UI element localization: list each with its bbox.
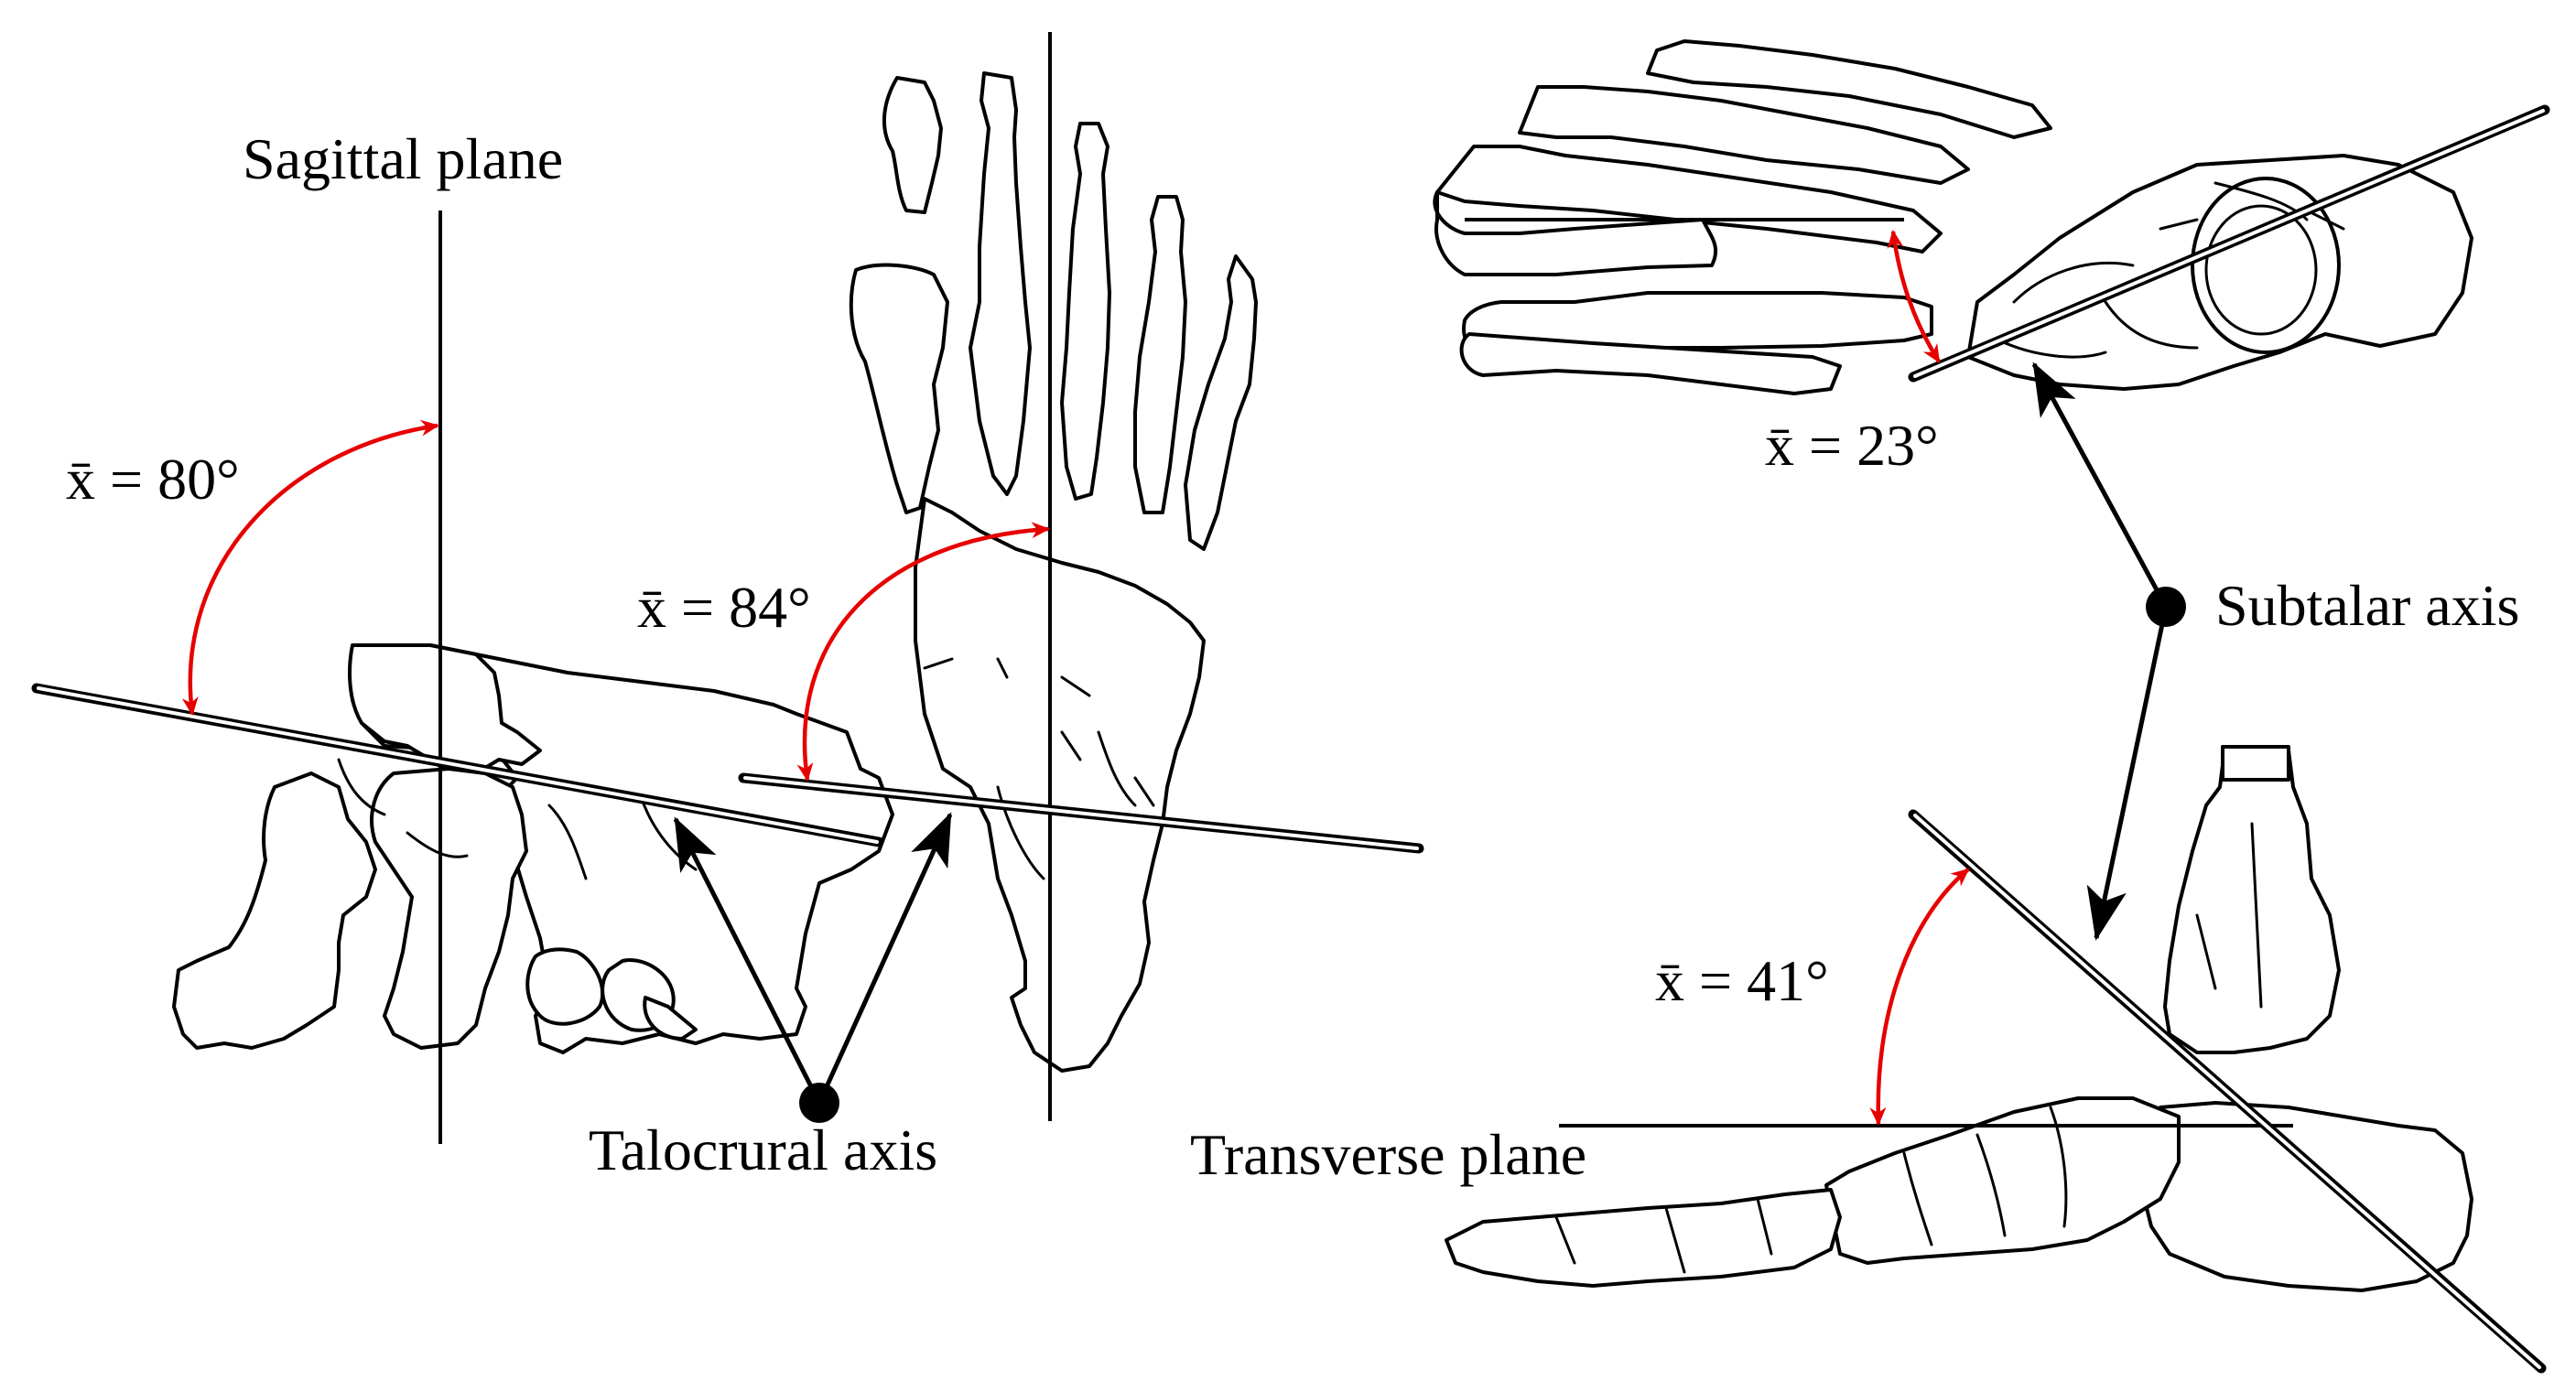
foot-side-view: [1445, 745, 2473, 1292]
angle-arc-80: [181, 419, 439, 716]
toe-3-phalanges: [1060, 122, 1111, 501]
angle-41-label: x̄ = 41°: [1655, 948, 1829, 1013]
calcaneus-ring: [2191, 177, 2341, 354]
ankle-toe-bone: [525, 947, 605, 1026]
toe-2-phalanges: [969, 71, 1032, 496]
angle-23-label: x̄ = 23°: [1765, 413, 1939, 478]
talocrural-pointer: [673, 812, 953, 1123]
foot-top-view: [1433, 39, 2473, 395]
fibula-top: [2221, 745, 2290, 782]
subtalar-pointer-down: [2086, 606, 2169, 941]
angle-arc-84: [796, 522, 1050, 782]
transverse-plane-label: Transverse plane: [1190, 1122, 1586, 1187]
subtalar-axis-top-rod: [1908, 104, 2550, 383]
talocrural-axis-label: Talocrural axis: [589, 1117, 937, 1182]
angle-arc-41: [1869, 868, 1970, 1126]
subtalar-pointer: [2031, 361, 2186, 941]
heel-block: [370, 767, 528, 1050]
angle-80-label: x̄ = 80°: [66, 447, 240, 512]
calcaneus-ring-inner: [2204, 204, 2318, 336]
midfoot-side: [1824, 1096, 2181, 1265]
toe-4-phalanges: [1133, 195, 1187, 514]
side-view-detail: [1554, 822, 2263, 1274]
tibia-fibula-side: [2163, 749, 2341, 1054]
toe-5-phalanges: [1184, 254, 1258, 551]
foot-dorsal-view: [849, 71, 1258, 1073]
sagittal-plane-label: Sagittal plane: [243, 126, 563, 191]
subtalar-pointer-up: [2031, 361, 2169, 609]
calcaneus-side: [2140, 1101, 2473, 1292]
ankle-posterior-view: [172, 643, 894, 1054]
forefoot-side: [1445, 1188, 1842, 1288]
angle-84-label: x̄ = 84°: [637, 575, 811, 640]
toe-cluster-top: [1459, 332, 1842, 395]
big-toe-distal: [882, 76, 943, 214]
big-toe-proximal: [849, 263, 949, 514]
talocrural-axis-frontal-rod: [738, 772, 1424, 854]
subtalar-axis-label: Subtalar axis: [2215, 573, 2519, 638]
metatarsal-3-top: [1518, 85, 1970, 185]
calcaneus-bone: [172, 772, 377, 1050]
metatarsal-5-top: [1433, 190, 1718, 276]
talocrural-axis-rod: [31, 683, 884, 847]
talocrural-pointer-right: [817, 812, 953, 1105]
metatarsal-2-top: [1435, 145, 1943, 254]
metatarsal-4-top: [1646, 39, 2052, 139]
metatarsal-group: [914, 497, 1206, 1073]
top-view-detail: [1994, 181, 2345, 359]
angle-arc-23: [1887, 230, 1941, 363]
subtalar-axis-side-rod: [1908, 809, 2547, 1374]
talocrural-pointer-left: [673, 816, 822, 1105]
ankle-toe-bone-3: [643, 996, 698, 1041]
